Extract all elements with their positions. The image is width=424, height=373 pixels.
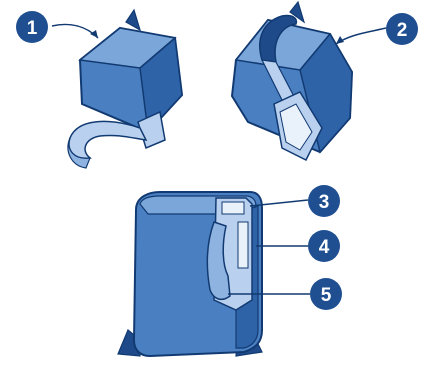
callout-number-2: 2 xyxy=(397,20,408,41)
cartridge-1 xyxy=(67,8,184,169)
callout-badge-3: 3 xyxy=(308,185,340,217)
leader-1 xyxy=(51,23,99,39)
callout-number-5: 5 xyxy=(321,285,332,306)
callout-number-3: 3 xyxy=(319,192,330,213)
cartridge-3 xyxy=(117,191,263,358)
callout-badge-4: 4 xyxy=(308,230,340,262)
cartridge-2 xyxy=(230,0,354,162)
callout-number-1: 1 xyxy=(27,18,38,39)
callout-badge-2: 2 xyxy=(386,13,418,45)
leader-3 xyxy=(249,199,309,207)
leader-arrowheads xyxy=(90,30,344,44)
callout-badge-5: 5 xyxy=(310,278,342,310)
callout-number-4: 4 xyxy=(319,237,330,258)
callout-badge-1: 1 xyxy=(16,11,48,43)
